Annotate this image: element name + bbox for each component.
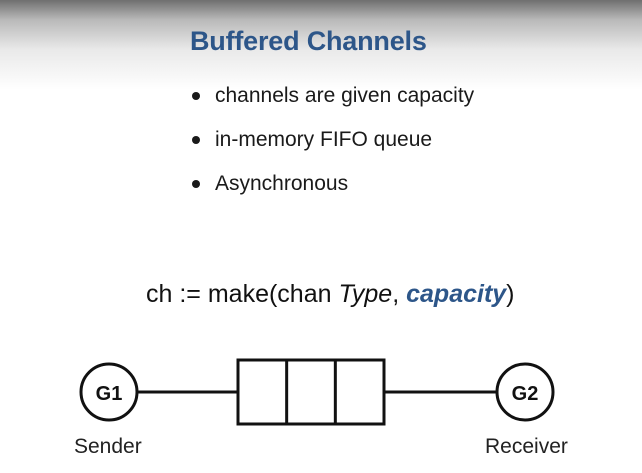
code-type-word: Type	[338, 280, 393, 308]
code-capacity-word: capacity	[406, 280, 507, 308]
receiver-node-label: G2	[512, 383, 539, 405]
slide-top-shading	[0, 0, 642, 90]
receiver-node: G2	[495, 362, 555, 422]
bullet-item-capacity: channels are given capacity	[190, 80, 474, 124]
bullet-list: channels are given capacity in-memory FI…	[190, 80, 474, 212]
code-comma: ,	[392, 280, 407, 308]
make-chan-code-line: ch := make(chan Type, capacity)	[146, 276, 515, 312]
buffer-frame	[236, 358, 386, 426]
bullet-item-async: Asynchronous	[190, 168, 474, 212]
slide-title: Buffered Channels	[190, 26, 427, 56]
bullet-item-fifo: in-memory FIFO queue	[190, 124, 474, 168]
sender-caption: Sender	[74, 435, 142, 458]
receiver-caption: Receiver	[485, 435, 568, 458]
sender-node-label: G1	[96, 383, 123, 405]
buffer-queue	[236, 358, 386, 426]
channel-diagram: G1 G2	[79, 358, 555, 426]
code-prefix: ch := make(chan	[146, 280, 339, 308]
code-suffix: )	[506, 280, 515, 308]
sender-node: G1	[79, 362, 139, 422]
receiver-node-circle	[495, 362, 555, 422]
